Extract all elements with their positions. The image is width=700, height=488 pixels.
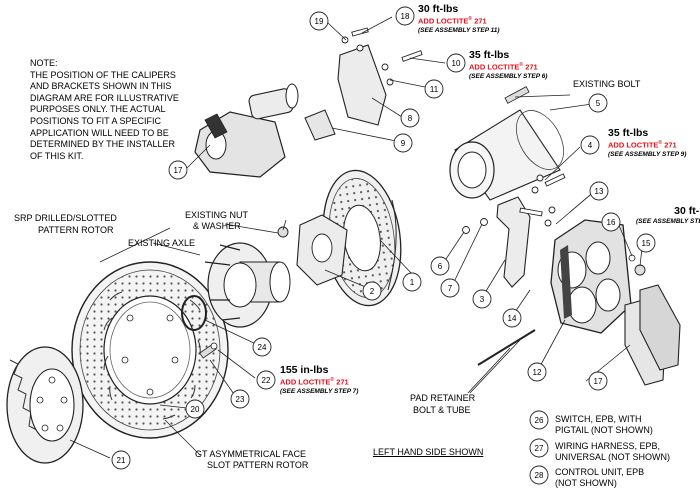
torque-value: 30 ft-lbs bbox=[636, 205, 700, 217]
label-pad-retainer: PAD RETAINER bbox=[410, 393, 475, 404]
svg-text:19: 19 bbox=[315, 17, 324, 26]
not-shown-item: CONTROL UNIT, EPB (NOT SHOWN) bbox=[555, 467, 644, 488]
label-washer: & WASHER bbox=[193, 221, 241, 232]
main-caliper bbox=[551, 220, 631, 333]
note-line: THE POSITION OF THE CALIPERS bbox=[30, 70, 200, 82]
svg-text:11: 11 bbox=[430, 85, 439, 94]
svg-text:9: 9 bbox=[401, 139, 406, 148]
torque-value: 35 ft-lbs bbox=[608, 127, 686, 139]
svg-text:17: 17 bbox=[594, 377, 603, 386]
svg-text:8: 8 bbox=[408, 114, 413, 123]
assembly-step: (SEE ASSEMBLY STEP 7) bbox=[280, 387, 358, 396]
existing-nut bbox=[278, 227, 288, 237]
illustration-note: NOTE: THE POSITION OF THE CALIPERS AND B… bbox=[30, 58, 200, 162]
left-hand-side-note: LEFT HAND SIDE SHOWN bbox=[373, 447, 483, 457]
svg-text:14: 14 bbox=[508, 314, 517, 323]
torque-value: 30 ft-lbs bbox=[418, 3, 500, 15]
svg-text:12: 12 bbox=[533, 368, 542, 377]
svg-text:18: 18 bbox=[401, 12, 410, 21]
label-existing-axle: EXISTING AXLE bbox=[128, 238, 195, 249]
existing-bolt bbox=[505, 87, 529, 104]
torque-spec: 155 in-lbs ADD LOCTITE® 271 (SEE ASSEMBL… bbox=[280, 364, 358, 396]
note-line: OF THIS KIT. bbox=[30, 151, 200, 163]
not-shown-line: (NOT SHOWN) bbox=[555, 478, 644, 488]
svg-text:21: 21 bbox=[117, 456, 126, 465]
label-gt-rotor: GT ASYMMETRICAL FACE bbox=[195, 449, 306, 460]
note-line: NOTE: bbox=[30, 58, 200, 70]
label-srp-rotor: SRP DRILLED/SLOTTED bbox=[14, 213, 117, 224]
not-shown-item: SWITCH, EPB, WITH PIGTAIL (NOT SHOWN) bbox=[555, 414, 653, 435]
epb-caliper bbox=[195, 84, 298, 177]
loctite-note: ADD LOCTITE® 271 bbox=[280, 376, 358, 387]
assembly-step: (SEE ASSEMBLY STEP 7) bbox=[636, 217, 700, 226]
torque-value: 35 ft-lbs bbox=[469, 49, 547, 61]
torque-value: 155 in-lbs bbox=[280, 364, 358, 376]
label-gt-rotor: SLOT PATTERN ROTOR bbox=[207, 460, 308, 471]
brake-pads bbox=[625, 285, 680, 385]
svg-text:2: 2 bbox=[370, 287, 375, 296]
svg-text:20: 20 bbox=[191, 405, 200, 414]
svg-text:10: 10 bbox=[452, 59, 461, 68]
loctite-note: ADD LOCTITE® 271 bbox=[608, 139, 686, 150]
svg-text:15: 15 bbox=[642, 239, 651, 248]
torque-spec: 30 ft-lbs ADD LOCTITE® 271 (SEE ASSEMBLY… bbox=[418, 3, 500, 35]
not-shown-line: PIGTAIL (NOT SHOWN) bbox=[555, 425, 653, 436]
label-pad-retainer: BOLT & TUBE bbox=[413, 405, 471, 416]
note-line: PURPOSES ONLY. THE ACTUAL bbox=[30, 104, 200, 116]
cable-bracket bbox=[305, 110, 335, 140]
svg-text:23: 23 bbox=[236, 395, 245, 404]
not-shown-line: WIRING HARNESS, EPB, bbox=[555, 441, 670, 452]
svg-text:7: 7 bbox=[448, 284, 453, 293]
not-shown-item: WIRING HARNESS, EPB, UNIVERSAL (NOT SHOW… bbox=[555, 441, 670, 462]
loctite-note: ADD LOCTITE® 271 bbox=[469, 61, 547, 72]
epb-bracket bbox=[338, 45, 386, 125]
svg-text:17: 17 bbox=[174, 166, 183, 175]
torque-spec: 30 ft-lbs (SEE ASSEMBLY STEP 7) bbox=[636, 205, 700, 226]
torque-spec: 35 ft-lbs ADD LOCTITE® 271 (SEE ASSEMBLY… bbox=[469, 49, 547, 81]
assembly-step: (SEE ASSEMBLY STEP 6) bbox=[469, 72, 547, 81]
rotor-hat bbox=[7, 347, 83, 463]
pad-retainer-bolt bbox=[478, 330, 535, 365]
note-line: DIAGRAM ARE FOR ILLUSTRATIVE bbox=[30, 93, 200, 105]
axle-hub bbox=[205, 243, 290, 327]
svg-text:5: 5 bbox=[596, 99, 601, 108]
svg-text:6: 6 bbox=[438, 262, 443, 271]
note-line: APPLICATION WILL NEED TO BE bbox=[30, 128, 200, 140]
svg-text:16: 16 bbox=[607, 218, 616, 227]
label-srp-rotor: PATTERN ROTOR bbox=[38, 225, 114, 236]
not-shown-line: CONTROL UNIT, EPB bbox=[555, 467, 644, 478]
assembly-step: (SEE ASSEMBLY STEP 9) bbox=[608, 150, 686, 159]
loctite-note: ADD LOCTITE® 271 bbox=[418, 15, 500, 26]
axle-housing bbox=[450, 102, 573, 200]
note-line: POSITIONS TO FIT A SPECIFIC bbox=[30, 116, 200, 128]
svg-text:1: 1 bbox=[410, 278, 415, 287]
note-line: DETERMINED BY THE INSTALLER bbox=[30, 139, 200, 151]
not-shown-line: SWITCH, EPB, WITH bbox=[555, 414, 653, 425]
not-shown-line: UNIVERSAL (NOT SHOWN) bbox=[555, 452, 670, 463]
label-existing-nut: EXISTING NUT bbox=[185, 210, 248, 221]
svg-text:4: 4 bbox=[588, 141, 593, 150]
bleeder-nut bbox=[635, 265, 645, 275]
assembly-step: (SEE ASSEMBLY STEP 11) bbox=[418, 26, 500, 35]
svg-text:24: 24 bbox=[258, 343, 267, 352]
torque-spec: 35 ft-lbs ADD LOCTITE® 271 (SEE ASSEMBLY… bbox=[608, 127, 686, 159]
svg-text:13: 13 bbox=[595, 187, 604, 196]
svg-text:3: 3 bbox=[480, 295, 485, 304]
svg-text:22: 22 bbox=[262, 376, 271, 385]
note-line: AND BRACKETS SHOWN IN THIS bbox=[30, 81, 200, 93]
label-existing-bolt: EXISTING BOLT bbox=[573, 79, 640, 90]
